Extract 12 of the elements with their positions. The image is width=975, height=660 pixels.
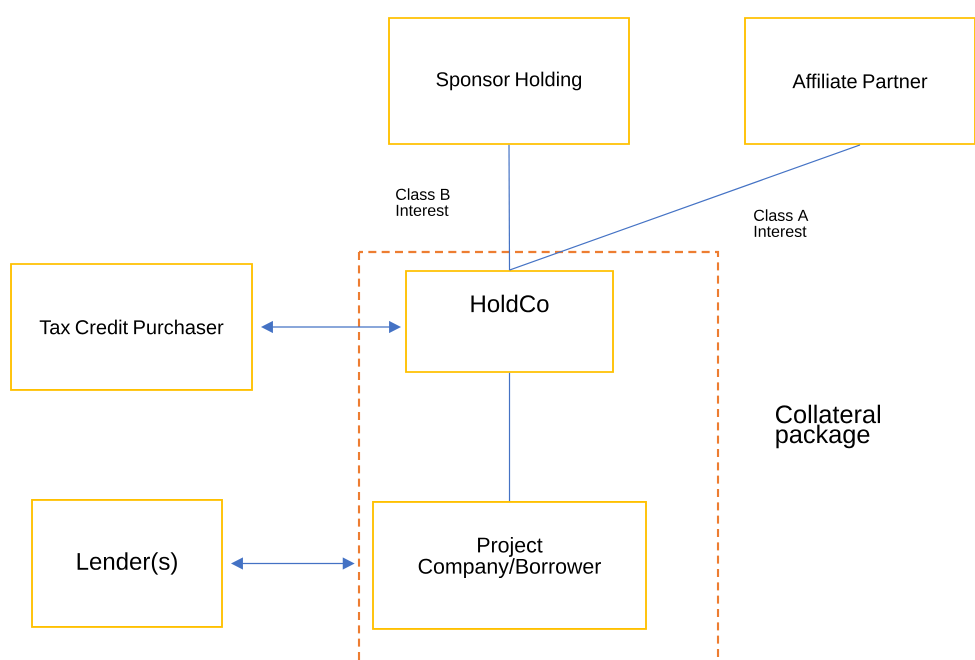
edge-label: Class B Interest [396, 188, 450, 216]
connector [508, 372, 510, 502]
entity-box: Affiliate Partner [744, 17, 975, 145]
entity-box: Project Company/Borrower [372, 501, 647, 630]
entity-box: Tax Credit Purchaser [10, 263, 253, 391]
connector [508, 144, 510, 270]
edge-label: Class A Interest [754, 209, 808, 237]
entity-box: HoldCo [405, 270, 614, 373]
node-label: Collateral package [776, 404, 880, 448]
entity-box: Sponsor Holding [388, 17, 630, 145]
connector [509, 144, 860, 271]
entity-box: Lender(s) [31, 499, 223, 628]
